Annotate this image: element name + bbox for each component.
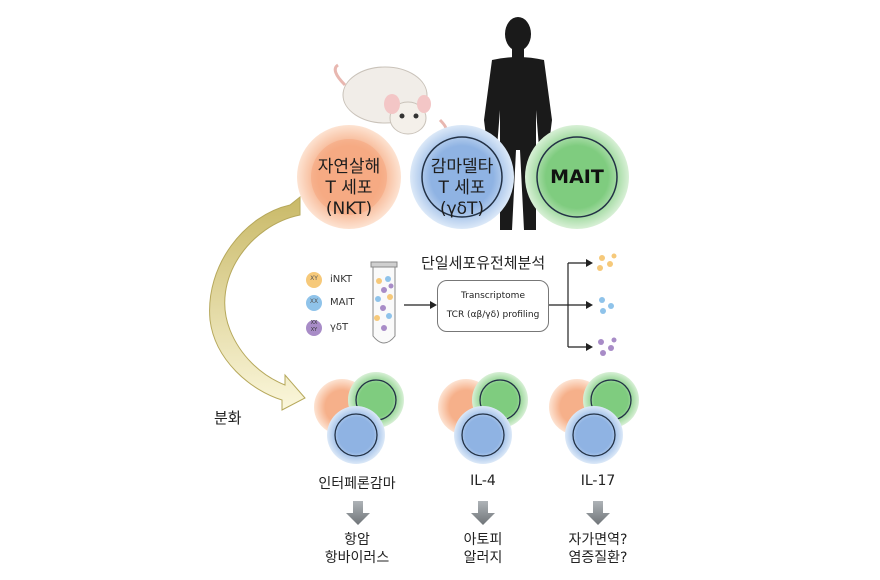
nkt-label-line1: 자연살해	[317, 157, 381, 177]
gdt-label-line2: T 세포	[438, 178, 486, 198]
cell-cluster-2	[438, 372, 528, 464]
legend-dot-gdt	[306, 320, 322, 336]
cluster-mait	[599, 297, 614, 314]
outcome-1-line2: 항바이러스	[324, 550, 390, 566]
nkt-label-line3: (NKT)	[325, 199, 373, 219]
down-arrow-1	[346, 501, 370, 525]
outcome-2-line1: 아토피	[463, 532, 503, 548]
cytokine-label-il17: IL-17	[580, 473, 616, 489]
legend-label-gdt: γδT	[330, 322, 349, 333]
gdt-cell	[410, 125, 514, 229]
differentiation-label: 분화	[214, 409, 242, 427]
gdt-label-line1: 감마델타	[430, 157, 494, 177]
analysis-box: Transcriptome TCR (αβ/γδ) profiling	[437, 280, 549, 332]
output-branch-arrows	[547, 262, 586, 348]
legend-chrom-gdt: XX XY	[310, 320, 318, 333]
legend-chrom-mait: XX	[309, 298, 319, 305]
outcome-3-line1: 자가면역?	[568, 532, 628, 548]
cluster-gdt	[598, 337, 617, 356]
mait-cell	[525, 125, 629, 229]
legend-dot-mait	[306, 295, 322, 311]
outcome-3: 자가면역? 염증질환?	[569, 531, 628, 567]
cell-cluster-1	[314, 372, 404, 464]
mait-cell-label: MAIT	[550, 166, 604, 188]
outcome-3-line2: 염증질환?	[568, 550, 628, 566]
down-arrow-2	[471, 501, 495, 525]
gdt-cell-label: 감마델타 T 세포 (γδT)	[431, 157, 494, 220]
legend-label-mait: MAIT	[330, 297, 355, 308]
mouse-illustration	[333, 63, 448, 135]
gdt-label-line3: (γδT)	[439, 199, 485, 219]
nkt-cell-label: 자연살해 T 세포 (NKT)	[318, 157, 381, 220]
nkt-label-line2: T 세포	[325, 178, 373, 198]
legend-label-inkt: iNKT	[330, 274, 353, 285]
analysis-line-tcr: TCR (αβ/γδ) profiling	[446, 310, 540, 320]
cluster-inkt	[597, 253, 617, 271]
cytokine-label-il4: IL-4	[470, 473, 496, 489]
cell-cluster-3	[549, 372, 639, 464]
cytokine-label-ifng: 인터페론감마	[318, 476, 396, 492]
outcome-2-line2: 알러지	[463, 550, 503, 566]
outcome-1: 항암 항바이러스	[325, 531, 389, 567]
legend-dot-inkt	[306, 272, 322, 288]
test-tube	[370, 261, 398, 344]
analysis-line-transcriptome: Transcriptome	[461, 291, 525, 301]
outcome-1-line1: 항암	[344, 532, 370, 548]
outcome-2: 아토피 알러지	[464, 531, 503, 567]
legend-chrom-inkt: XY	[310, 275, 318, 282]
analysis-title: 단일세포유전체분석	[421, 254, 546, 272]
down-arrow-3	[586, 501, 610, 525]
differentiation-arrow	[209, 195, 306, 411]
